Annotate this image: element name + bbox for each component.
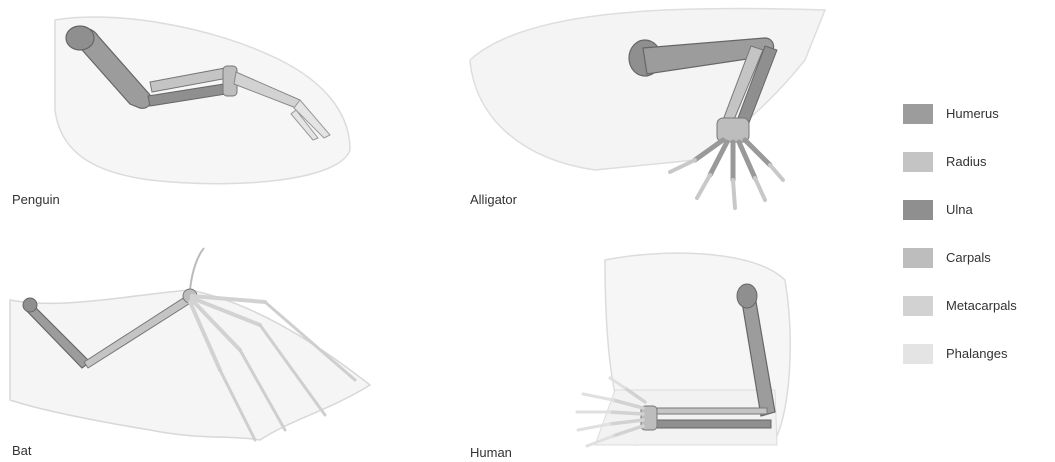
bat-illustration (0, 240, 380, 462)
alligator-panel: Alligator (465, 0, 835, 220)
legend-label: Radius (946, 154, 986, 169)
bat-wing-membrane (10, 290, 370, 440)
bat-label: Bat (12, 443, 32, 458)
alligator-body-outline (470, 8, 825, 170)
bat-panel: Bat (0, 240, 380, 462)
legend-swatch (903, 152, 933, 172)
penguin-label: Penguin (12, 192, 60, 207)
legend-label: Humerus (946, 106, 999, 121)
legend-label: Ulna (946, 202, 973, 217)
alligator-phalanges (670, 160, 783, 208)
legend-item-phalanges: Phalanges (898, 337, 1048, 385)
legend-item-humerus: Humerus (898, 97, 1048, 145)
alligator-illustration (465, 0, 835, 220)
legend-swatch (903, 104, 933, 124)
bat-humerus-head (23, 298, 37, 312)
legend-label: Metacarpals (946, 298, 1017, 313)
legend-swatch (903, 344, 933, 364)
legend: Humerus Radius Ulna Carpals Metacarpals … (898, 97, 1048, 385)
legend-swatch (903, 296, 933, 316)
human-radius (655, 408, 767, 414)
legend-item-carpals: Carpals (898, 241, 1048, 289)
human-ulna (655, 420, 771, 428)
alligator-label: Alligator (470, 192, 517, 207)
legend-label: Phalanges (946, 346, 1007, 361)
bat-claw (190, 248, 204, 290)
legend-swatch (903, 200, 933, 220)
human-humerus-head (737, 284, 757, 308)
legend-item-radius: Radius (898, 145, 1048, 193)
human-forearm-outline (595, 390, 777, 445)
human-illustration (465, 240, 835, 462)
human-panel: Human (465, 240, 835, 462)
legend-item-ulna: Ulna (898, 193, 1048, 241)
penguin-illustration (0, 0, 360, 220)
penguin-panel: Penguin (0, 0, 360, 220)
penguin-humerus-head (66, 26, 94, 50)
human-label: Human (470, 445, 512, 460)
legend-item-metacarpals: Metacarpals (898, 289, 1048, 337)
legend-swatch (903, 248, 933, 268)
legend-label: Carpals (946, 250, 991, 265)
